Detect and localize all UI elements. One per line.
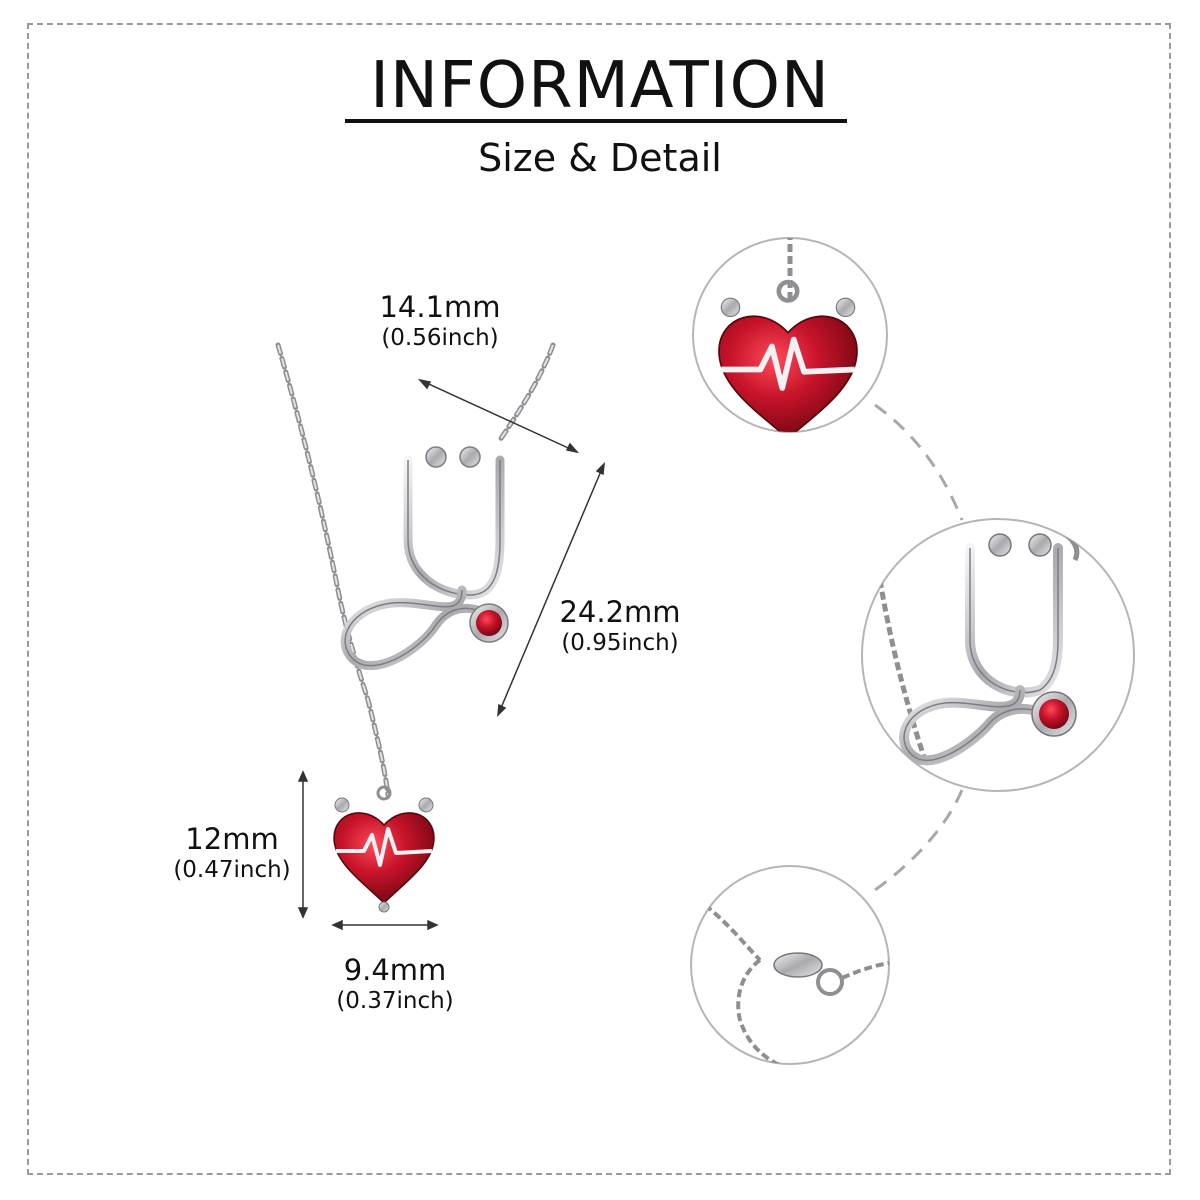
dim-label-heart-width: 9.4mm (0.37inch) (295, 953, 495, 1015)
detail-circle-heart (692, 237, 888, 433)
dashed-connector (874, 403, 964, 892)
chain-right (497, 342, 556, 443)
detail-circle-stethoscope (861, 518, 1135, 792)
dim-line-pendant-length (497, 463, 605, 716)
page-title: INFORMATION (370, 49, 830, 123)
dim-mm: 14.1mm (379, 290, 501, 324)
dim-mm: 12mm (185, 822, 279, 856)
dim-inch: (0.95inch) (561, 630, 679, 656)
dim-label-pendant-length: 24.2mm (0.95inch) (520, 595, 720, 657)
dim-inch: (0.56inch) (381, 325, 499, 351)
dim-inch: (0.47inch) (173, 857, 291, 883)
dim-mm: 9.4mm (343, 953, 447, 987)
page-subtitle: Size & Detail (478, 136, 722, 180)
dim-inch: (0.37inch) (336, 988, 454, 1014)
title-underline (345, 119, 847, 123)
dimension-lines (297, 378, 605, 931)
dim-label-heart-height: 12mm (0.47inch) (132, 822, 332, 884)
heart-pendant (333, 785, 435, 913)
dim-mm: 24.2mm (559, 595, 681, 629)
dim-label-chain-width: 14.1mm (0.56inch) (340, 290, 540, 352)
dim-line-chain-width (419, 379, 578, 453)
dashed-frame (27, 23, 1171, 1175)
necklace-main (275, 342, 556, 913)
detail-circle-clasp (690, 865, 890, 1065)
stethoscope-pendant (340, 446, 509, 671)
